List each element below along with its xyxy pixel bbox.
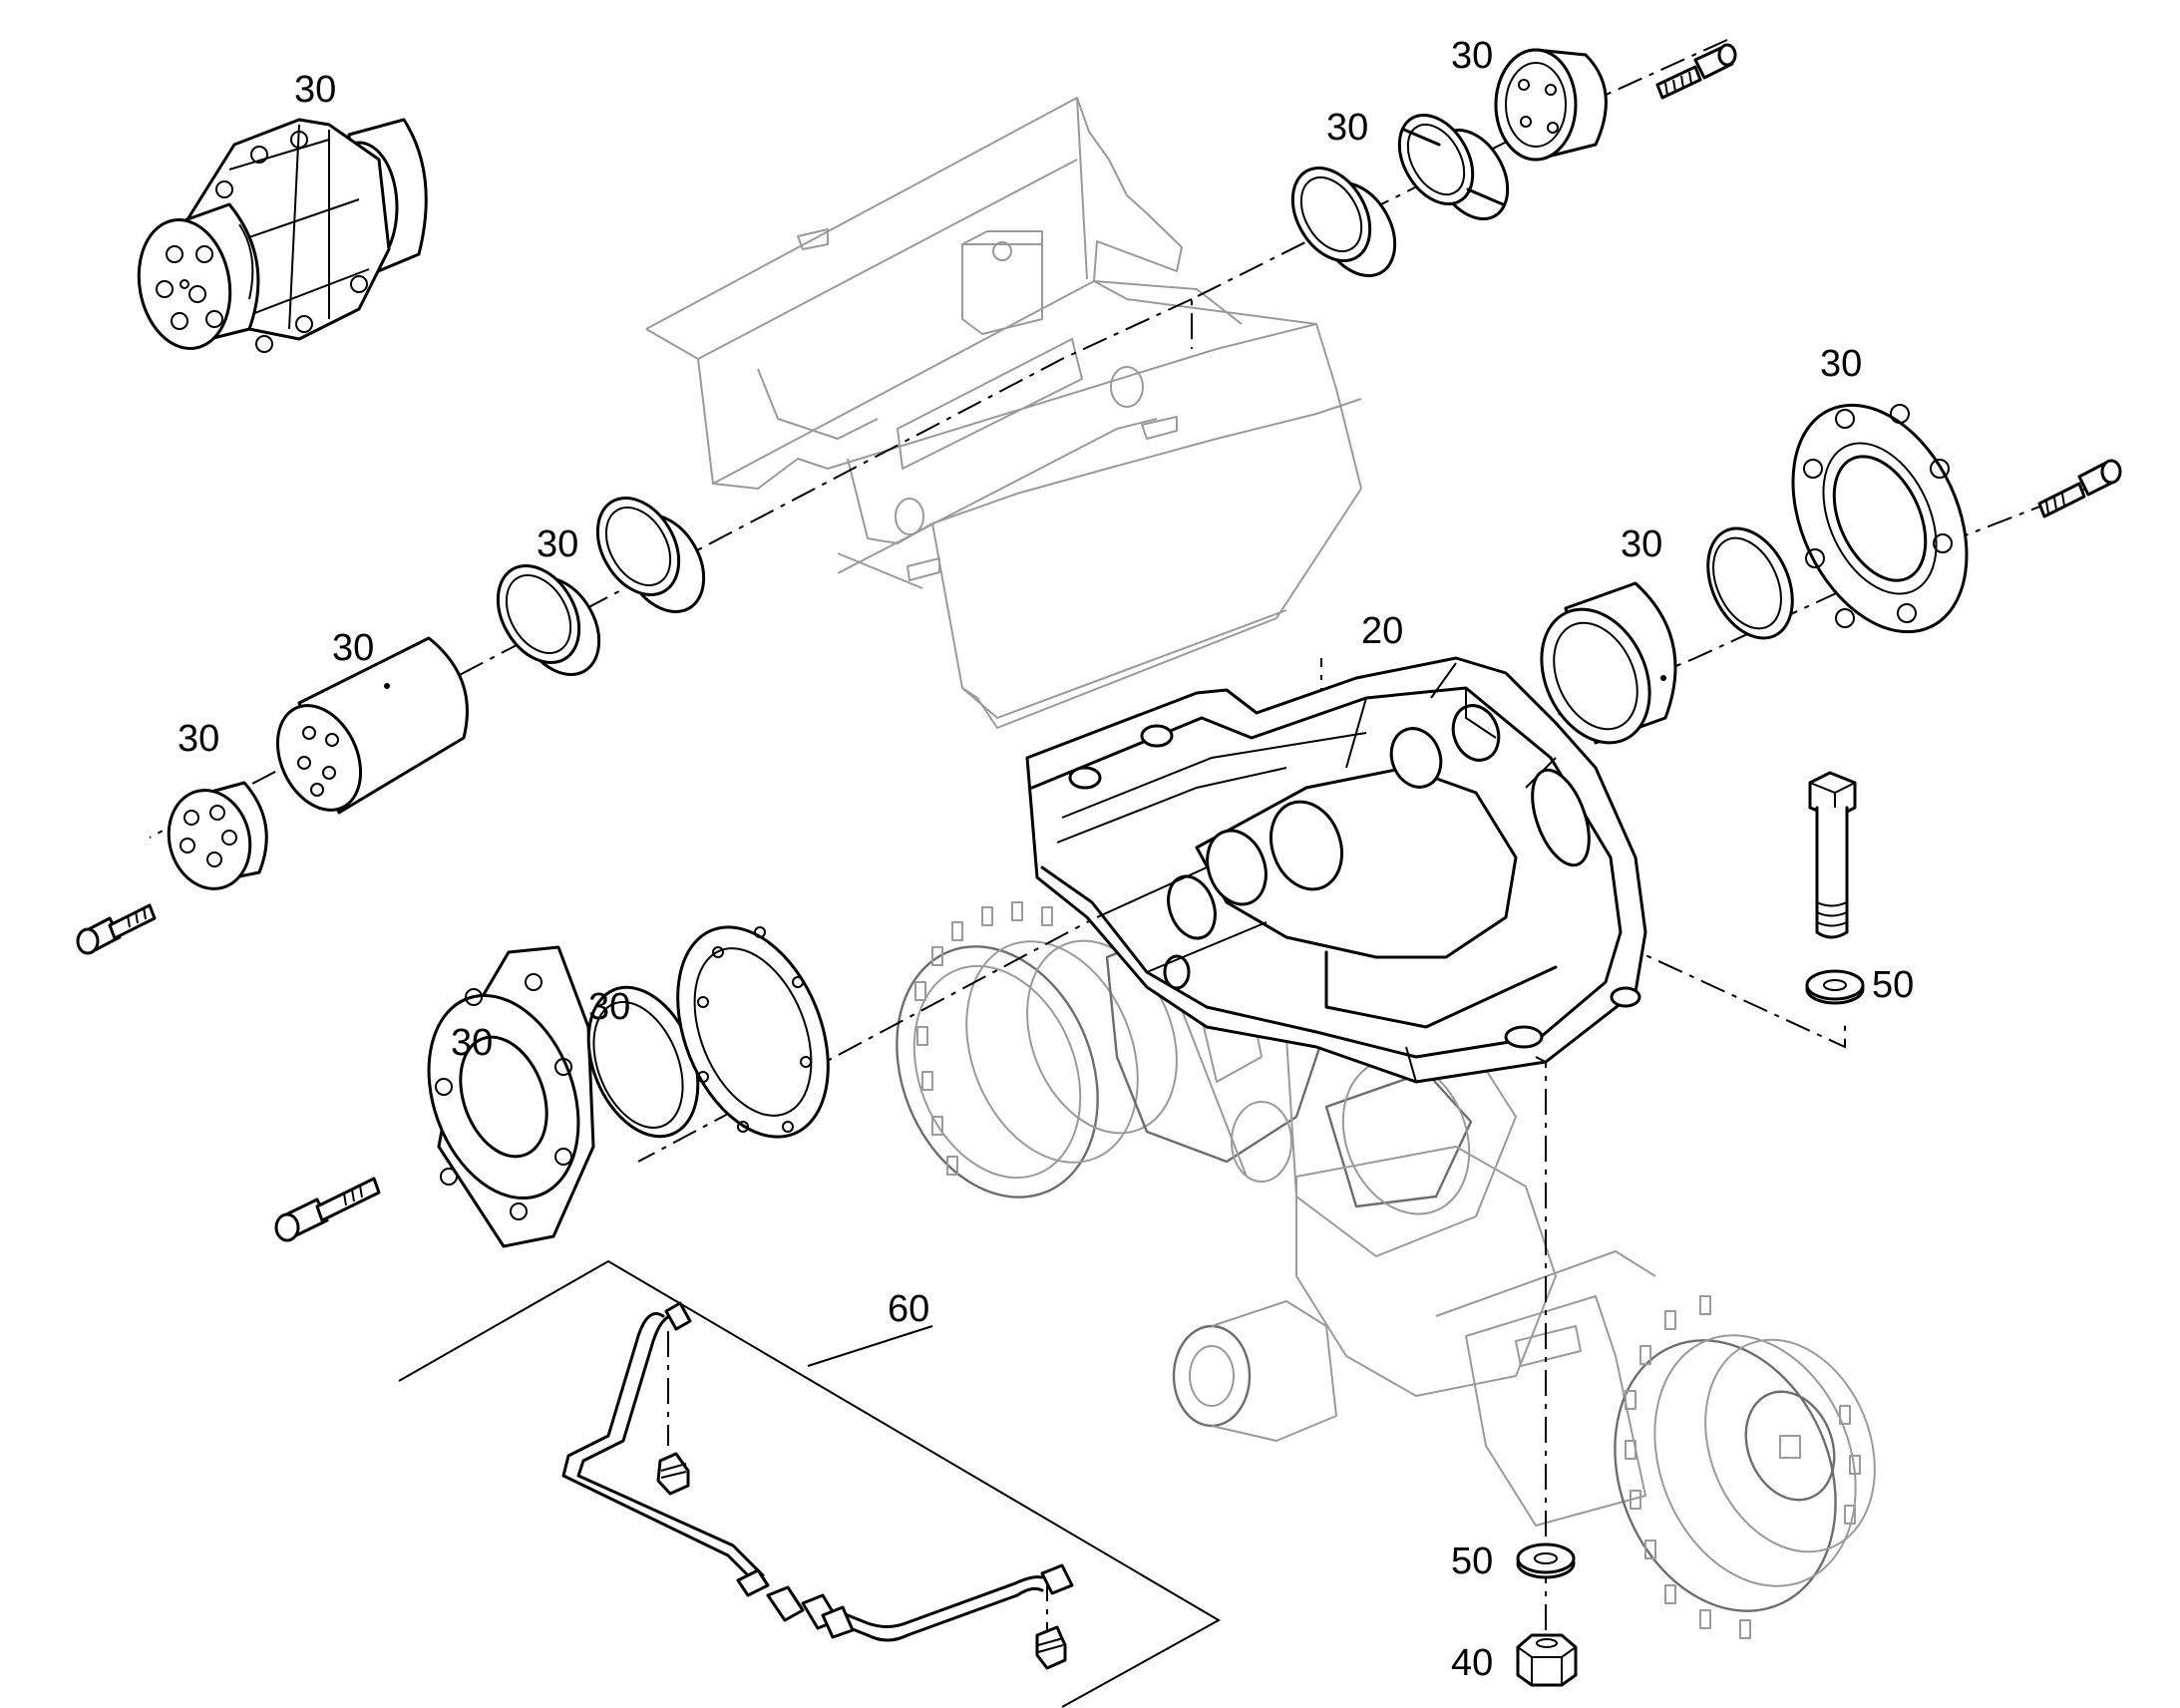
callout-labels: 30 30 30 30 30 30 30 30 30 30 20 50 60 5… [178, 35, 1914, 1684]
bearing-right [1540, 581, 1677, 745]
callout-30-flange-left: 30 [451, 1022, 493, 1064]
sleeve-left [275, 636, 469, 815]
callout-50-lower-washer: 50 [1451, 1540, 1493, 1582]
ring-left-b [496, 564, 601, 676]
callout-60-brake-line: 60 [888, 1288, 929, 1330]
flange-left [427, 945, 595, 1248]
callout-30-left-cap: 30 [178, 718, 219, 760]
trunnion-bracket [1025, 656, 1647, 1084]
end-cap-top-right [1494, 48, 1608, 162]
ring-top-b [1290, 166, 1397, 278]
callout-30-right-bearing: 30 [1621, 523, 1662, 565]
seal-ring-right [1706, 526, 1794, 640]
ring-top-a [1397, 113, 1510, 221]
planetary-hub-assembly [137, 118, 428, 353]
bolt-left-lower [274, 1177, 381, 1242]
bolt-vertical-right [1808, 771, 1857, 939]
callout-50-upper-washer: 50 [1872, 964, 1914, 1006]
hex-nut [1516, 1633, 1578, 1687]
ring-left-a [595, 497, 706, 613]
gasket-left [676, 925, 830, 1139]
flange-right [1791, 403, 1969, 634]
callout-20-bracket: 20 [1361, 610, 1403, 652]
callout-30-seal-left: 30 [588, 986, 630, 1028]
washer-lower [1516, 1542, 1576, 1579]
callout-30-right-flange: 30 [1820, 343, 1862, 385]
bolt-right-middle [2037, 459, 2122, 518]
callout-30-left-ring-a: 30 [537, 523, 578, 565]
callout-30-top-ring: 30 [1326, 107, 1368, 149]
chassis-frame-ghost [645, 97, 1362, 729]
washer-upper [1805, 969, 1865, 1005]
end-cap-left [167, 781, 268, 890]
callout-30-sleeve: 30 [332, 627, 374, 669]
callout-40-nut: 40 [1451, 1642, 1493, 1684]
bolt-left-upper [76, 903, 157, 955]
brake-line-kit [398, 1259, 1222, 1708]
callout-30-hub: 30 [294, 69, 336, 111]
bolt-top-right [1655, 43, 1737, 100]
callout-30-top-cap: 30 [1451, 35, 1493, 77]
